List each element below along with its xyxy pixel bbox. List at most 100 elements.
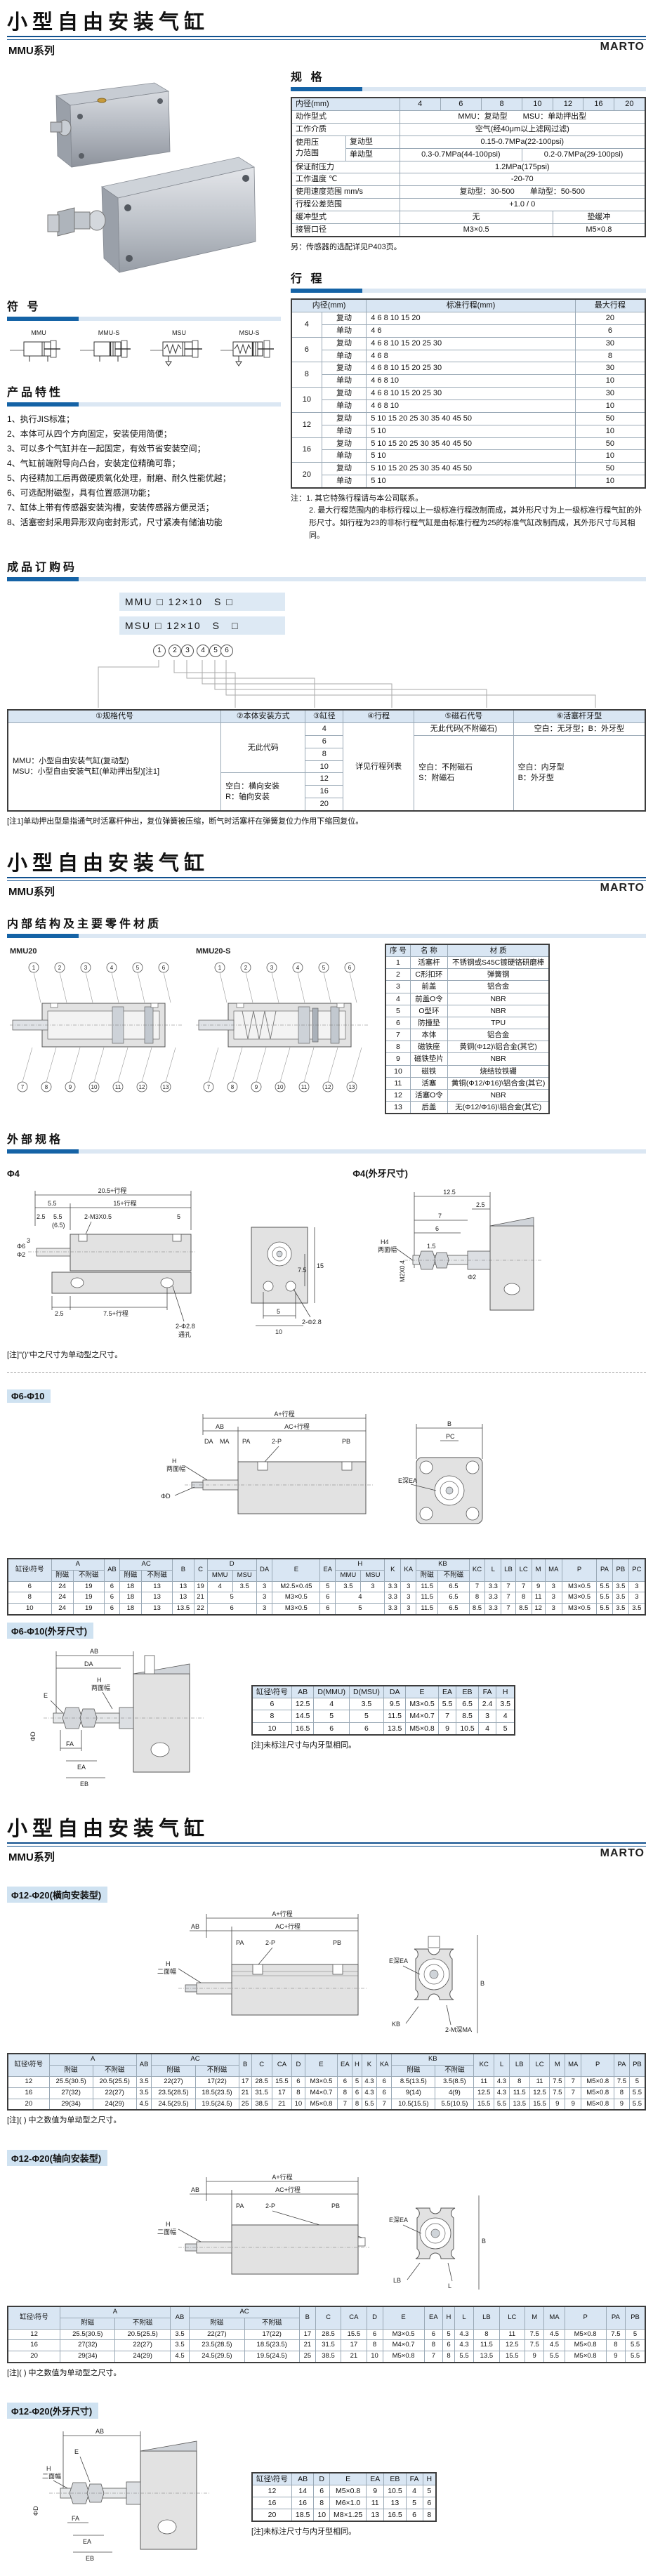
table-cell: 16.5 — [383, 2509, 407, 2522]
table-cell: 4 — [385, 992, 411, 1005]
table-cell: 不锈钢或S45C镀硬铬研磨棒 — [447, 956, 550, 970]
table-cell: 3 — [256, 1580, 273, 1593]
table-cell: 5 — [625, 2328, 646, 2341]
table-cell: 18 — [119, 1603, 142, 1616]
table-cell: 4 — [206, 1580, 233, 1593]
table-cell: 使用速度范围 mm/s — [291, 185, 400, 199]
table-cell: 19 — [72, 1603, 105, 1616]
callout-circle — [88, 1081, 100, 1092]
callout-number: 10 — [277, 1084, 284, 1090]
table-cell: 6 — [291, 2075, 305, 2088]
table-cell: 8 — [605, 2339, 626, 2352]
table-header-cell: LC — [499, 2306, 525, 2330]
model-label: MMU20-S — [196, 947, 231, 956]
circle-4: 4 — [197, 645, 209, 658]
table-header-cell: C — [193, 1558, 208, 1582]
dim: H — [97, 1677, 102, 1684]
table-cell: 3 — [544, 1592, 562, 1604]
table-cell: 8 — [473, 2328, 500, 2341]
dim: 2-Φ2.8 — [302, 1319, 322, 1326]
table-cell: 4 6 8 10 — [366, 399, 576, 413]
dim: 二面幅 — [157, 1967, 176, 1975]
phi12-20-h-front-view: B E深EA KB 2-M深MA — [389, 1935, 484, 2034]
dim: E深EA — [389, 2217, 408, 2224]
table-header-cell: ①规格代号 — [7, 709, 222, 724]
circle-3: 3 — [181, 645, 194, 658]
table-cell: 9.5 — [383, 1698, 407, 1711]
table-cell: 5 10 — [366, 475, 576, 489]
table-header-cell: 缸径\符号 — [7, 1558, 52, 1582]
table-header-cell: K — [361, 2053, 378, 2077]
dim: 7 — [438, 1213, 442, 1220]
dim: A+行程 — [272, 2173, 292, 2181]
callout-circle — [346, 1081, 357, 1092]
table-cell: 7 — [468, 1580, 486, 1593]
table-cell: 7.5 — [524, 2328, 545, 2341]
phi6-10-ext-view: AB DA H 两面幅 E ΦD FA — [29, 1648, 204, 1788]
table-header-cell: 序 号 — [385, 944, 411, 958]
table-cell: 5.5 — [454, 2351, 475, 2363]
table-cell: 4 6 — [366, 324, 576, 338]
table-cell: 3.5 — [349, 1698, 384, 1711]
dim: B — [482, 2238, 486, 2245]
table-cell: 17 — [341, 2339, 367, 2352]
callout-number: 7 — [207, 1084, 211, 1090]
table-cell: 4 6 8 — [366, 349, 576, 363]
table-cell: 活塞O令 — [409, 1088, 448, 1102]
table-header-cell: ③缸径 — [305, 709, 344, 724]
table-cell: 6 — [319, 1592, 336, 1604]
table-header-cell: LB — [501, 1558, 516, 1582]
table-cell: 6 — [337, 2075, 353, 2088]
table-cell: 9 — [437, 1722, 457, 1736]
table-header-cell: AB — [291, 1685, 315, 1699]
table-cell: 10 — [305, 760, 344, 774]
table-cell: 13 — [140, 1580, 173, 1593]
table-cell: 1 — [385, 956, 411, 970]
table-cell: 13.5 — [383, 1722, 407, 1736]
table-cell: 1.2MPa(175psi) — [399, 160, 646, 174]
dim: PA — [242, 1438, 250, 1445]
table-cell: 11.5 — [473, 2339, 500, 2352]
table-cell: 6 — [7, 1580, 52, 1593]
dim: 20.5+行程 — [98, 1187, 127, 1194]
callout-number: 5 — [322, 965, 326, 971]
table-cell: 15.5 — [473, 2098, 495, 2111]
table-header-cell: AB — [169, 2306, 190, 2330]
dim: 15 — [317, 1262, 324, 1269]
phi12-20-a-label: Φ12-Φ20(轴向安装型) — [7, 2150, 108, 2166]
table-cell: 8.5 — [468, 1603, 486, 1616]
table-cell: 3.3 — [484, 1603, 502, 1616]
symbol-label: MMU — [31, 329, 46, 336]
table-cell: 3 — [256, 1603, 273, 1616]
table-cell: 4 6 8 10 15 20 25 30 — [366, 387, 576, 400]
table-cell: 5 — [335, 1603, 385, 1616]
symbols-section: 符 号 MMU MMU-S — [7, 297, 281, 367]
table-header-cell: 缸径\符号 — [7, 2053, 50, 2077]
table-cell: M3×0.5 — [304, 2075, 338, 2088]
dim: 7.5 — [298, 1267, 307, 1274]
dim: 6 — [435, 1225, 439, 1232]
list-item: 4、气缸前端附导向凸台，安装定位精确可靠； — [7, 458, 180, 469]
table-cell: 20 — [7, 2098, 50, 2111]
table-cell: 22(27) — [151, 2075, 196, 2088]
callout-number: 4 — [110, 965, 114, 971]
table-cell: 6 — [376, 2075, 393, 2088]
table-header-cell: 8 — [480, 97, 523, 112]
table-cell: 8 — [468, 1592, 486, 1604]
dim: AB — [191, 2186, 199, 2193]
dim: AC+行程 — [275, 1922, 301, 1930]
table-cell: 6 — [305, 734, 344, 748]
table-cell: M5×0.8 — [581, 2087, 615, 2099]
dim: PB — [331, 2202, 340, 2210]
table-cell: 10 — [313, 2509, 331, 2522]
table-cell: +1.0 / 0 — [399, 198, 646, 211]
table-cell: 6 — [206, 1603, 257, 1616]
table-header-cell: K — [384, 1558, 402, 1582]
table-cell: 24.5(29.5) — [151, 2098, 196, 2111]
table-cell: 5.5(10.5) — [435, 2098, 475, 2111]
table-cell: 5.5 — [494, 2098, 510, 2111]
table-cell: 8 — [251, 1710, 292, 1723]
table-cell: 黄铜(Φ12/Φ16)\铝合金(其它) — [447, 1076, 550, 1090]
